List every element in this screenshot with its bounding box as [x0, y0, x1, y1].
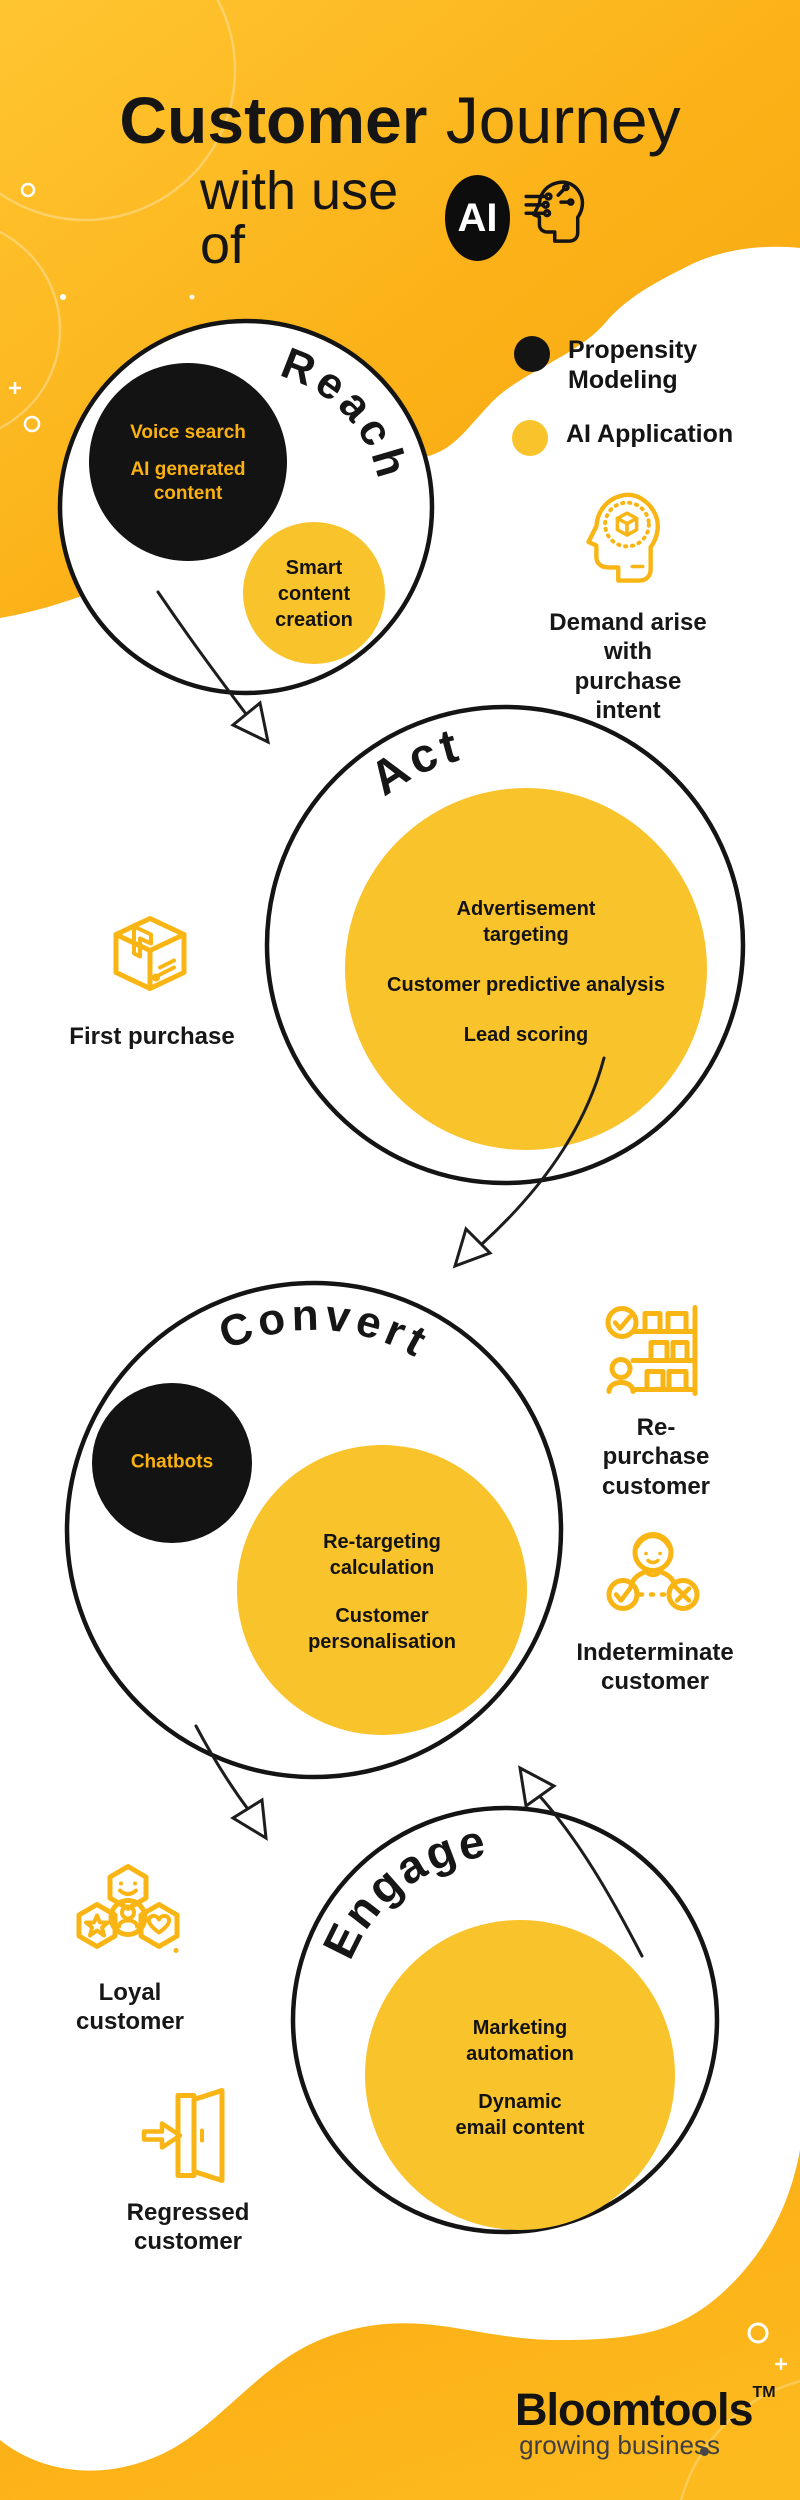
page-title-light: Journey [427, 83, 681, 157]
engage-item-marketing-automation: Marketing automation [466, 2017, 574, 2065]
act-ai-text: Advertisement targeting Customer predict… [371, 896, 681, 1048]
arrow-act-to-convert [480, 1056, 606, 1246]
page-subtitle: with use of [200, 161, 399, 275]
convert-ai-text: Re-targeting calculation Customer person… [267, 1529, 497, 1655]
ai-application-dot [512, 420, 548, 456]
convert-propensity-text: Chatbots [107, 1451, 237, 1476]
milestone-loyal-label: Loyal customer [75, 1979, 185, 2036]
arrow-convert-to-engage [194, 1724, 252, 1814]
reach-ai-bubble [243, 522, 385, 664]
head-cube-icon [583, 490, 671, 593]
decor-arc-small [0, 230, 62, 430]
brand-dot [700, 2447, 709, 2456]
arrow-reach-to-act-head [230, 700, 271, 745]
reach-item-ai-generated-content: AI generated content [130, 458, 246, 505]
arrow-engage-to-convert-head [518, 1765, 557, 1809]
milestone-demand-label: Demand arise with purchase intent [549, 609, 707, 724]
ai-head-icon [522, 174, 600, 263]
decor-ring-1 [20, 182, 36, 198]
decor-plus-1 [9, 382, 21, 394]
reach-propensity-bubble [89, 363, 287, 561]
page-title: Customer Journey [119, 82, 680, 158]
ai-badge: AI [445, 175, 510, 261]
milestone-regressed-label: Regressed customer [126, 2199, 250, 2256]
shelf-check-icon [605, 1300, 705, 1405]
brand-name: Bloomtools [515, 2384, 753, 2435]
decor-dot-2 [189, 294, 195, 300]
decor-ring-3 [747, 2322, 769, 2344]
arrow-act-to-convert-head [452, 1226, 493, 1269]
convert-item-customer-personalisation: Customer personalisation [308, 1605, 456, 1653]
brand-trademark: TM [752, 2384, 776, 2401]
act-item-advertisement-targeting: Advertisement targeting [456, 898, 596, 946]
convert-ai-bubble [237, 1445, 527, 1735]
flow-arrows [156, 590, 644, 1958]
convert-item-retargeting-calculation: Re-targeting calculation [323, 1531, 441, 1579]
act-item-lead-scoring: Lead scoring [463, 1024, 589, 1046]
legend-item-ai-application: AI Application [512, 420, 733, 456]
decor-dot-1 [60, 294, 66, 300]
engage-item-dynamic-email-content: Dynamic email content [455, 2091, 585, 2139]
engage-ai-text: Marketing automation Dynamic email conte… [405, 2015, 635, 2141]
arrow-engage-to-convert [534, 1790, 644, 1958]
propensity-dot [514, 336, 550, 372]
reach-item-voice-search: Voice search [130, 421, 246, 443]
decor-ring-2 [23, 415, 41, 433]
brand-logo: BloomtoolsTM [515, 2384, 776, 2436]
convert-propensity-bubble [92, 1383, 252, 1543]
loyal-hexagons-icon [72, 1863, 184, 1968]
decor-plus-2 [775, 2358, 787, 2370]
legend-item-propensity: Propensity Modeling [514, 336, 697, 395]
reach-item-smart-content: Smart content creation [275, 557, 353, 631]
person-check-x-icon [601, 1525, 705, 1630]
convert-item-chatbots: Chatbots [130, 1451, 214, 1473]
arrow-reach-to-act [156, 590, 254, 724]
page-title-bold: Customer [119, 83, 428, 157]
brand-tagline: growing business [519, 2430, 720, 2460]
act-item-customer-predictive-analysis: Customer predictive analysis [387, 974, 665, 996]
page-subtitle-row: with use of AI [200, 164, 600, 272]
milestone-first-purchase-label: First purchase [69, 1023, 235, 1050]
legend-propensity-label: Propensity Modeling [568, 336, 698, 394]
decor-arc-large [0, 0, 237, 222]
ai-badge-label: AI [457, 195, 498, 240]
reach-ai-text: Smart content creation [254, 555, 374, 633]
legend-ai-label: AI Application [566, 420, 734, 448]
arrow-convert-to-engage-head [230, 1797, 268, 1841]
package-icon [100, 905, 200, 1010]
milestone-re-purchase-label: Re-purchase customer [601, 1414, 711, 1500]
reach-propensity-text: Voice search AI generated content [98, 421, 278, 507]
engage-ai-bubble [365, 1920, 675, 2230]
door-exit-icon [136, 2086, 236, 2191]
milestone-indeterminate-label: Indeterminate customer [576, 1639, 734, 1696]
act-ai-bubble [345, 788, 707, 1150]
bottom-yellow-blob [0, 2150, 800, 2500]
